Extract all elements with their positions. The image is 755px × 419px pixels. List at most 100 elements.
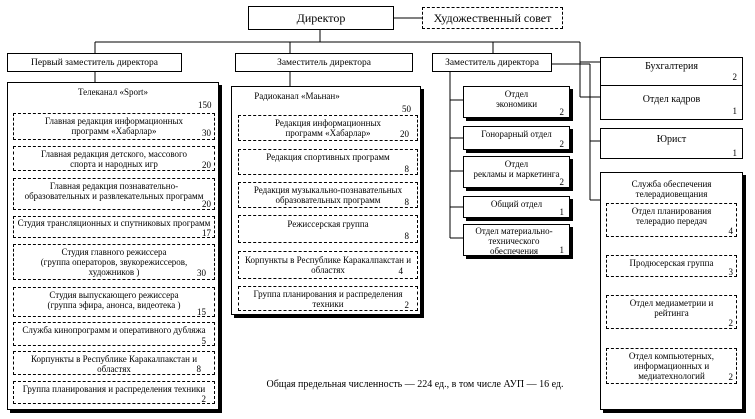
support-service-box: Служба обеспечения телерадиовещания Отде… [600,172,743,410]
accounting-row: Бухгалтерия 2 [601,58,742,86]
radio-unit-music: Редакция музыкально-познавательных образ… [238,182,418,208]
tv-unit-name: Главная редакция информационных программ… [44,116,184,136]
tv-unit-correspondents: Корпункты в Республике Каракалпакстан и … [13,351,215,375]
tv-unit-broadcast: Студия трансляционных и спутниковых прог… [13,216,215,238]
dept-name: Отдел экономики [495,89,538,109]
third-deputy-box: Заместитель директора [432,53,552,72]
radio-unit-count: 4 [398,266,404,276]
art-council-label: Художественный совет [433,10,552,25]
radio-unit-name: Редакция спортивных программ [266,152,390,162]
tv-unit-education: Главная редакция познавательно- образова… [13,178,215,210]
tv-unit-count: 8 [196,364,202,374]
support-unit-name: Отдел компьютерных, информационных и мед… [628,351,715,381]
tv-unit-name: Студия трансляционных и спутниковых прог… [17,218,211,228]
tv-unit-name: Студия выпускающего режиссера (группа эф… [47,290,181,310]
radio-unit-count: 8 [404,197,410,207]
radio-unit-sport: Редакция спортивных программ 8 [238,149,418,175]
tv-unit-name: Главная редакция познавательно- образова… [24,181,204,201]
dept-count: 2 [559,177,565,187]
art-council-box: Художественный совет [422,7,563,29]
radio-unit-count: 8 [404,164,410,174]
dept-general: Общий отдел 1 [463,196,570,218]
radio-unit-news: Редакция информационных программ «Хабарл… [238,115,418,141]
tv-unit-sport: Главная редакция детского, массового спо… [13,146,215,171]
tv-unit-count: 30 [197,268,206,278]
tv-unit-release-director: Студия выпускающего режиссера (группа эф… [13,287,215,317]
tv-unit-count: 20 [202,160,211,170]
third-deputy-label: Заместитель директора [445,57,539,68]
tv-unit-name: Служба кинопрограмм и оперативного дубля… [22,325,206,335]
accounting-count: 2 [732,72,738,82]
support-unit-name: Отдел планирования телерадио передач [631,206,712,226]
support-unit-mediametrics: Отдел медиаметрии и рейтинга 2 [606,295,737,329]
tv-unit-news: Главная редакция информационных программ… [13,113,215,140]
tv-channel-name: Телеканал «Sport» [77,87,148,97]
radio-unit-directors: Режиссерская группа 8 [238,215,418,243]
support-unit-count: 4 [728,226,734,236]
tv-unit-count: 20 [202,199,211,209]
dept-count: 1 [559,207,565,217]
accounting-label: Бухгалтерия [645,61,698,72]
hr-count: 1 [732,106,738,116]
tv-unit-name: Главная редакция детского, массового спо… [40,149,188,169]
radio-unit-name: Редакция информационных программ «Хабарл… [274,118,381,138]
tv-channel-total: 150 [198,100,212,110]
radio-unit-name: Режиссерская группа [287,219,369,229]
tv-unit-count: 5 [201,336,207,346]
dept-count: 2 [559,107,565,117]
dept-royalty: Гонорарный отдел 2 [463,126,570,150]
first-deputy-label: Первый заместитель директора [31,57,158,68]
accounting-hr-box: Бухгалтерия 2 Отдел кадров 1 [600,57,743,120]
second-deputy-box: Заместитель директора [235,53,413,72]
radio-channel-name: Радиоканал «Маьнан» [254,91,340,101]
tv-unit-name: Корпункты в Республике Каракалпакстан и … [30,354,198,374]
radio-unit-count: 20 [400,129,409,139]
first-deputy-box: Первый заместитель директора [7,53,182,72]
radio-unit-count: 2 [404,300,410,310]
dept-name: Общий отдел [490,199,543,209]
dept-economics: Отдел экономики 2 [463,86,570,118]
support-unit-producers: Продюсерская группа 3 [606,255,737,277]
dept-name: Отдел материально- технического обеспече… [475,226,553,256]
footer-total-note: Общая предельная численность — 224 ед., … [266,379,564,390]
support-service-name: Служба обеспечения телерадиовещания [631,179,712,199]
dept-logistics: Отдел материально- технического обеспече… [463,224,570,256]
radio-unit-name: Корпункты в Республике Каракалпакстан и … [244,255,412,275]
tv-unit-name: Группа планирования и распределения техн… [22,384,206,394]
lawyer-box: Юрист 1 [600,128,743,159]
radio-channel-total: 50 [402,104,411,114]
support-unit-name: Продюсерская группа [629,258,714,268]
support-unit-count: 3 [728,267,734,277]
tv-unit-count: 30 [202,128,211,138]
tv-unit-count: 17 [202,228,211,238]
dept-name: Гонорарный отдел [481,129,552,139]
dept-name: Отдел рекламы и маркетинга [473,159,560,179]
support-unit-count: 2 [728,372,734,382]
radio-unit-count: 8 [404,231,410,241]
dept-advertising: Отдел рекламы и маркетинга 2 [463,156,570,188]
tv-channel-box: Телеканал «Sport» 150 Главная редакция и… [7,82,219,410]
tv-unit-chief-director: Студия главного режиссера (группа операт… [13,244,215,280]
lawyer-count: 1 [732,148,738,158]
radio-unit-name: Редакция музыкально-познавательных образ… [253,185,403,205]
support-unit-it: Отдел компьютерных, информационных и мед… [606,348,737,384]
radio-unit-planning: Группа планирования и распределения техн… [238,286,418,311]
radio-unit-name: Группа планирования и распределения техн… [253,289,403,309]
director-box: Директор [248,6,394,30]
support-unit-planning: Отдел планирования телерадио передач 4 [606,203,737,237]
director-label: Директор [296,10,346,25]
tv-unit-name: Студия главного режиссера (группа операт… [40,247,188,277]
support-unit-count: 2 [728,318,734,328]
radio-unit-correspondents: Корпункты в Республике Каракалпакстан и … [238,251,418,279]
tv-unit-count: 15 [197,307,206,317]
hr-label: Отдел кадров [642,94,701,105]
dept-count: 1 [559,245,565,255]
lawyer-label: Юрист [656,134,687,145]
tv-unit-film: Служба кинопрограмм и оперативного дубля… [13,322,215,346]
tv-unit-planning: Группа планирования и распределения техн… [13,381,215,404]
second-deputy-label: Заместитель директора [277,57,371,68]
tv-unit-count: 2 [201,394,207,404]
dept-count: 2 [559,139,565,149]
radio-channel-box: Радиоканал «Маьнан» 50 Редакция информац… [231,86,421,315]
